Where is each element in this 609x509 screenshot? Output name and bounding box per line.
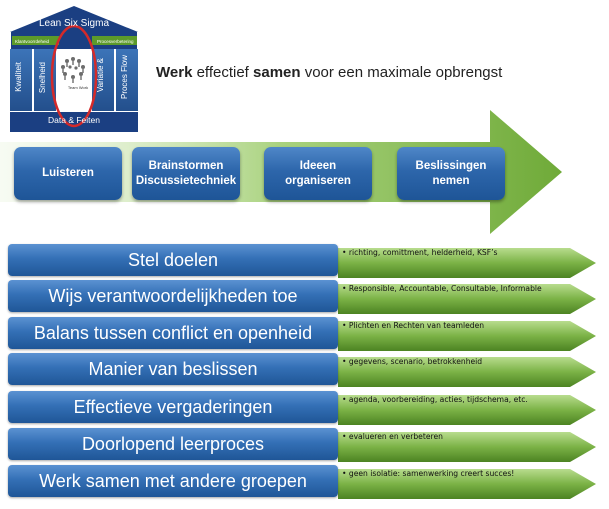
principle-label: Wijs verantwoordelijkheden toe xyxy=(8,280,338,312)
pillar-label-3: Variatie & xyxy=(96,58,105,92)
principle-description: • richting, comittment, helderheid, KSF’… xyxy=(342,248,498,257)
band-left-label: Klantvoorrdeheid xyxy=(15,39,49,44)
principle-row: Wijs verantwoordelijkheden toe • Responsi… xyxy=(8,280,600,312)
principle-description: • Plichten en Rechten van teamleden xyxy=(342,321,484,330)
principle-label: Stel doelen xyxy=(8,244,338,276)
principle-row: Manier van beslissen • gegevens, scenario… xyxy=(8,353,600,385)
headline-text-2: voor een maximale opbrengst xyxy=(301,64,503,81)
principle-row: Balans tussen conflict en openheid • Plic… xyxy=(8,317,600,349)
principle-label: Doorlopend leerproces xyxy=(8,428,338,460)
pillar-label-2: Snelheid xyxy=(38,62,47,93)
step-label: Beslissingen nemen xyxy=(416,159,487,189)
step-beslissingen: Beslissingen nemen xyxy=(397,147,505,200)
band-right-label: Procesverbetering xyxy=(97,39,134,44)
principle-description: • gegevens, scenario, betrokkenheid xyxy=(342,357,482,366)
principle-row: Stel doelen • richting, comittment, helde… xyxy=(8,244,600,276)
step-label: Ideeen organiseren xyxy=(285,159,351,189)
step-ideeen: Ideeen organiseren xyxy=(264,147,372,200)
headline-word-1: Werk xyxy=(156,64,192,81)
principle-row: Werk samen met andere groepen • geen isol… xyxy=(8,465,600,497)
logo-title: Lean Six Sigma xyxy=(8,18,140,29)
principle-description: • agenda, voorbereiding, acties, tijdsch… xyxy=(342,395,528,404)
step-label: Luisteren xyxy=(42,166,94,181)
principle-description: • Responsible, Accountable, Consultable,… xyxy=(342,284,542,293)
principle-row: Doorlopend leerproces • evalueren en verb… xyxy=(8,428,600,460)
principle-label: Werk samen met andere groepen xyxy=(8,465,338,497)
headline-text-1: effectief xyxy=(192,64,253,81)
principle-description: • geen isolatie: samenwerking creert suc… xyxy=(342,469,514,478)
step-luisteren: Luisteren xyxy=(14,147,122,200)
principle-description: • evalueren en verbeteren xyxy=(342,432,443,441)
pillar-label-1: Kwaliteit xyxy=(14,62,23,92)
principle-label: Balans tussen conflict en openheid xyxy=(8,317,338,349)
step-label: Brainstormen Discussietechniek xyxy=(136,159,236,189)
headline: Werk effectief samen voor een maximale o… xyxy=(156,64,502,81)
teamwork-label: Team Work xyxy=(64,85,92,90)
step-brainstormen: Brainstormen Discussietechniek xyxy=(132,147,240,200)
principle-label: Manier van beslissen xyxy=(8,353,338,385)
headline-word-2: samen xyxy=(253,64,301,81)
principle-label: Effectieve vergaderingen xyxy=(8,391,338,423)
principle-row: Effectieve vergaderingen • agenda, voorbe… xyxy=(8,391,600,423)
pillar-label-4: Proces Flow xyxy=(120,55,129,99)
